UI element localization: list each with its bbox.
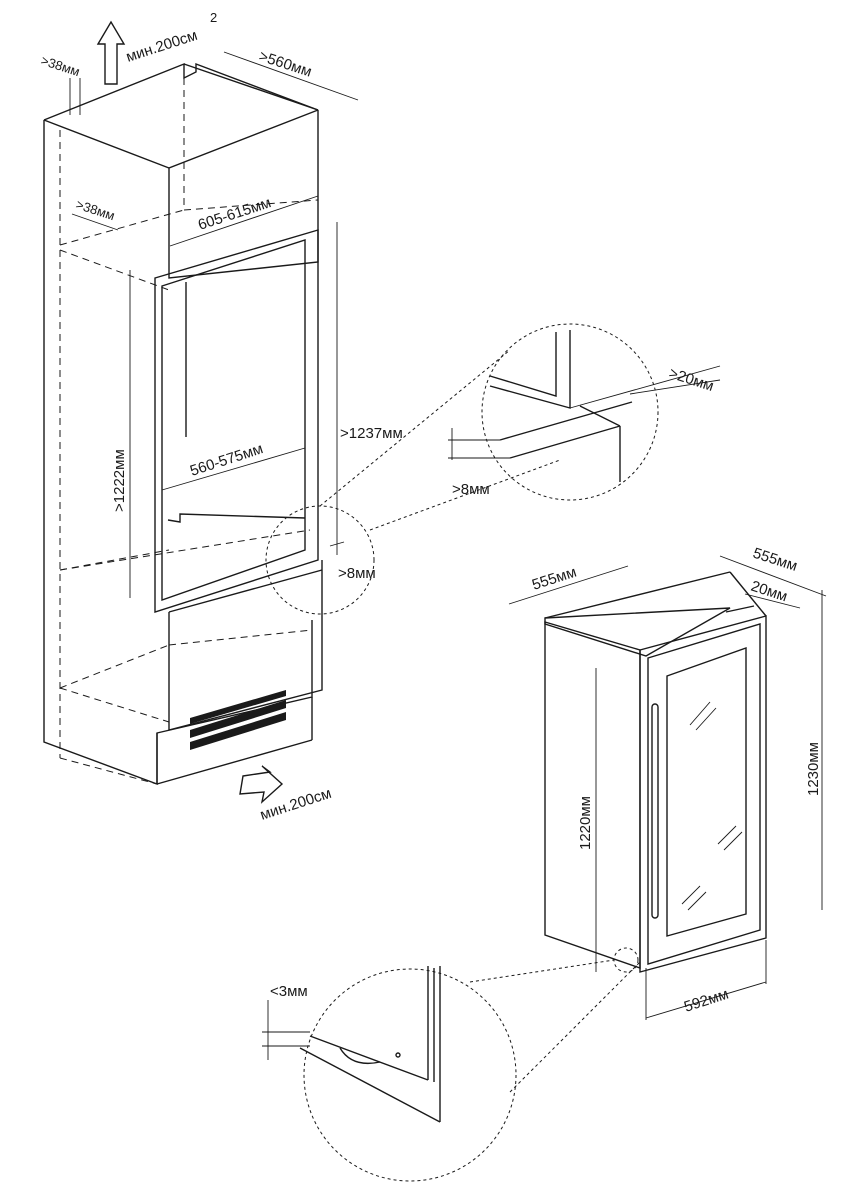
label-niche-inner-width: 560-575мм	[188, 440, 265, 480]
detail-circle-foot	[262, 947, 641, 1182]
arrow-up-icon	[96, 20, 126, 85]
detail-circle-niche	[265, 349, 561, 615]
label-niche-height-right: >1237мм	[340, 425, 403, 442]
label-base-gap: <3мм	[270, 983, 308, 1000]
label-airflow-top: мин.200см	[124, 27, 200, 66]
label-unit-height: 1220мм	[577, 796, 594, 850]
detail-circle-corner	[448, 323, 721, 501]
label-shelf-gap: >8мм	[338, 565, 376, 582]
label-airflow-top-sup: 2	[210, 10, 217, 25]
label-detail-bottom-gap: >8мм	[452, 481, 490, 498]
label-top-gap: >38мм	[39, 53, 82, 80]
label-side-gap: >38мм	[74, 197, 117, 224]
dimension-lines-left	[69, 51, 359, 598]
cabinet-niche	[43, 62, 323, 786]
label-top-depth: >560мм	[257, 48, 314, 81]
label-niche-width: 605-615мм	[196, 194, 273, 234]
label-door-offset: 20мм	[749, 578, 790, 606]
label-unit-total-height: 1230мм	[805, 742, 822, 796]
arrow-in-icon	[239, 765, 284, 804]
wine-cooler	[544, 571, 767, 973]
label-unit-width: 592мм	[682, 986, 731, 1016]
dimension-lines-right	[508, 555, 827, 1020]
label-airflow-bottom: мин.200см	[258, 785, 334, 824]
label-niche-height-left: >1222мм	[111, 449, 128, 512]
